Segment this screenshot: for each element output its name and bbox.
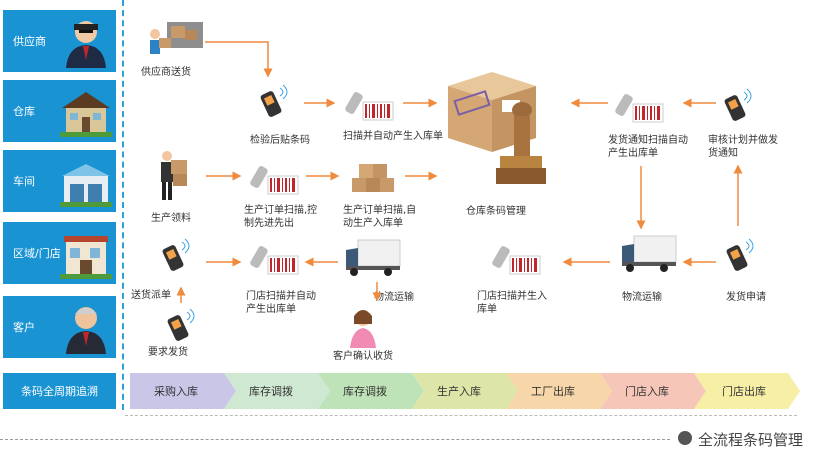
role-customer: 客户 (3, 296, 116, 358)
label-scan-auto-in: 扫描并自动产生入库单 (343, 131, 443, 142)
stage-1: 采购入库 (154, 385, 198, 398)
handheld-scanner-icon (167, 308, 195, 341)
stage-chevron-7 (694, 373, 800, 409)
stage-3: 库存调拨 (343, 385, 387, 398)
role-warehouse: 仓库 (3, 80, 116, 142)
label-customer-confirm: 客户确认收货 (333, 351, 393, 362)
store-icon (60, 236, 112, 279)
stage-chevron-2 (224, 373, 330, 409)
customer-woman-icon (350, 310, 376, 348)
truck-icon (346, 239, 401, 276)
label-ship-request: 发货申请 (726, 292, 766, 303)
label-store-scan-out: 门店扫描并自动产生出库单 (246, 291, 316, 315)
role-label: 仓库 (13, 105, 35, 118)
label-store-scan-in: 门店扫描并生入库单 (477, 291, 547, 315)
role-label: 条码全周期追溯 (21, 385, 98, 398)
label-warehouse-mgmt: 仓库条码管理 (466, 206, 526, 217)
separator-line (125, 415, 797, 416)
label-order-scan-auto-in: 生产订单扫描,自动生产入库单 (343, 205, 417, 229)
stacked-boxes-icon (352, 164, 394, 192)
stage-chevron-6 (600, 373, 706, 409)
handheld-scanner-icon (726, 238, 754, 271)
label-supplier-delivery: 供应商送货 (141, 67, 191, 78)
brand-logo-icon (678, 431, 692, 445)
elderly-man-icon (66, 307, 106, 354)
label-production-pick: 生产领料 (151, 213, 191, 224)
label-logistics-1: 物流运输 (374, 292, 414, 303)
worker-carrying-box-icon (161, 151, 187, 200)
stage-chevron-1 (130, 373, 236, 409)
footer-rule (0, 439, 670, 440)
stage-7: 门店出库 (722, 385, 766, 398)
stage-chevron-3 (318, 373, 424, 409)
barcode-scanner-icon (615, 94, 664, 123)
businessman-icon (66, 21, 106, 68)
label-delivery-dispatch: 送货派单 (131, 290, 171, 301)
label-logistics-2: 物流运输 (622, 292, 662, 303)
barcode-scanner-icon (345, 92, 394, 121)
footer-title: 全流程条码管理 (698, 431, 804, 449)
barcode-scanner-icon (250, 246, 299, 275)
role-supplier: 供应商 (3, 10, 116, 72)
label-request-ship: 要求发货 (148, 347, 188, 358)
stage-chevron-5 (506, 373, 612, 409)
barcode-scanner-icon (250, 166, 299, 195)
role-label: 车间 (13, 175, 35, 188)
label-order-scan-fifo: 生产订单扫描,控制先进先出 (244, 205, 318, 229)
role-store: 区域/门店 (3, 222, 116, 284)
label-review-plan: 审核计划并做发货通知 (708, 135, 778, 159)
label-inspect: 检验后贴条码 (250, 135, 310, 146)
truck-icon (622, 235, 677, 272)
warehouse-stamp-icon (448, 72, 546, 184)
stage-6: 门店入库 (625, 385, 669, 398)
role-label: 供应商 (13, 35, 46, 48)
stage-chevron-4 (412, 373, 518, 409)
stage-4: 生产入库 (437, 385, 481, 398)
handheld-scanner-icon (162, 238, 190, 271)
delivery-worker-icon (150, 22, 203, 54)
barcode-scanner-icon (492, 246, 541, 275)
role-column: 供应商 仓库 车间 区域/门店 客户 (0, 0, 124, 410)
label-ship-notice-scan: 发货通知扫描自动产生出库单 (608, 135, 688, 159)
role-workshop: 车间 (3, 150, 116, 212)
handheld-scanner-icon (260, 84, 288, 117)
stage-band (130, 373, 800, 409)
handheld-scanner-icon (724, 88, 752, 121)
house-icon (60, 92, 112, 137)
factory-icon (60, 164, 112, 207)
stage-2: 库存调拨 (249, 385, 293, 398)
role-label: 区域/门店 (13, 247, 61, 260)
arrow-delivery-to-inspect (205, 41, 273, 78)
role-traceability: 条码全周期追溯 (3, 373, 116, 409)
stage-5: 工厂出库 (531, 385, 575, 398)
role-label: 客户 (13, 321, 35, 334)
